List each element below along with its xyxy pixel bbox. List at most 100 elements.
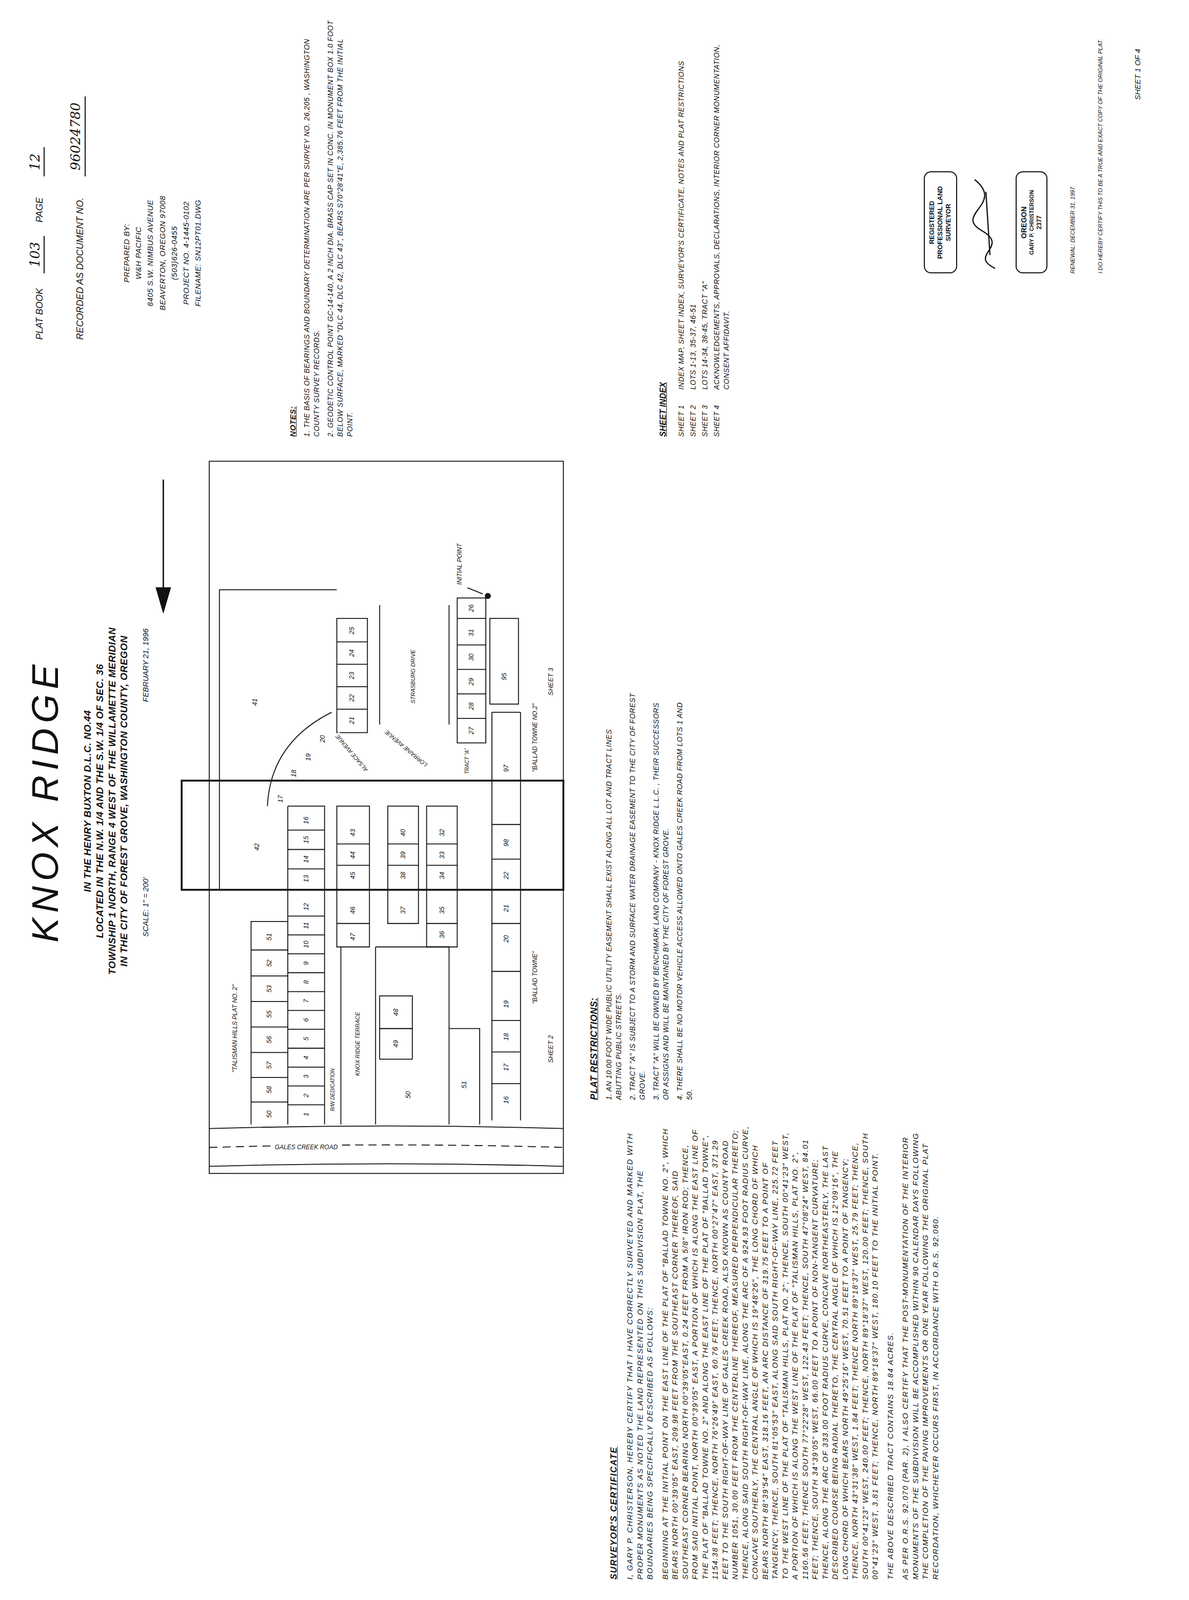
- lot-number: 25: [347, 625, 356, 636]
- street-name: ALSACE AVENUE: [333, 732, 371, 775]
- renewal-date: RENEWAL: DECEMBER 31, 1997: [1069, 187, 1077, 274]
- sheet-number: SHEET 1: [676, 405, 687, 438]
- plat-name: "BALLAD TOWNE": [530, 950, 539, 1005]
- lot-number: 53: [265, 984, 274, 994]
- lot-lines: [337, 618, 368, 733]
- leader-line: [467, 587, 483, 594]
- street-note: R/W DEDICATION: [329, 1067, 336, 1113]
- north-arrow: [155, 587, 171, 613]
- lot-number: 19: [502, 999, 511, 1009]
- lot-lines: [287, 806, 325, 1125]
- lot-number: 11: [302, 921, 311, 931]
- lot-number: 16: [502, 1095, 511, 1105]
- record-label: RECORDED AS DOCUMENT NO.: [74, 197, 87, 340]
- restriction-text: 1. AN 10.00 FOOT WIDE PUBLIC UTILITY EAS…: [604, 691, 624, 1101]
- lot-number: 15: [302, 835, 311, 845]
- lot-number: 7: [302, 998, 311, 1004]
- lot-number: 6: [302, 1017, 311, 1023]
- lot-number: 51: [460, 1080, 469, 1090]
- lot-outline: [489, 618, 519, 705]
- page-number: 12: [26, 147, 46, 177]
- text-column: PLAT RESTRICTIONS:1. AN 10.00 FOOT WIDE …: [587, 691, 699, 1101]
- sheet-index-heading: SHEET INDEX: [658, 382, 669, 438]
- road-edge: [209, 1126, 564, 1167]
- lot-number: 50: [404, 1090, 413, 1100]
- lot-number: 43: [348, 827, 358, 838]
- certificate-text: BEGINNING AT THE INITIAL POINT ON THE EA…: [660, 1125, 881, 1580]
- sheet-boundary: [181, 780, 564, 890]
- lot-number: 35: [437, 905, 446, 916]
- lot-number: 33: [437, 850, 446, 860]
- street-name: KNOX RIDGE TERRACE: [354, 1011, 363, 1078]
- lot-number: 36: [437, 929, 446, 940]
- lot-number: 95: [500, 671, 509, 682]
- lot-number: 34: [437, 870, 446, 881]
- lot-number: 23: [347, 670, 356, 681]
- lot-number: 98: [502, 838, 511, 848]
- lot-number: 4: [302, 1055, 311, 1061]
- street-name: LORRAINE AVENUE: [382, 727, 430, 769]
- street-lines: [341, 947, 376, 1125]
- sheet-contents: LOTS 1-13, 35-37, 46-51: [688, 18, 699, 390]
- preparer-line: FILENAME: SN12PT01.DWG: [191, 110, 204, 396]
- lot-number: 21: [502, 903, 511, 914]
- lot-number: 2: [302, 1092, 311, 1099]
- lot-lines: [337, 806, 370, 948]
- preparer-line: (503)626-0455: [168, 110, 181, 396]
- record-label: PLAT BOOK: [33, 288, 46, 341]
- certificate-text: THE ABOVE DESCRIBED TRACT CONTAINS 18.84…: [885, 1125, 896, 1580]
- lot-number: 8: [302, 979, 311, 986]
- sheet-number: SHEET 3: [700, 405, 710, 438]
- lot-number: 5: [302, 1036, 311, 1042]
- sheet-number: SHEET 2: [688, 405, 699, 438]
- sheet-label: SHEET 3: [546, 666, 556, 697]
- lot-number: 58: [265, 1085, 274, 1095]
- initial-point-mark: [485, 593, 491, 599]
- lot-number: 22: [347, 693, 356, 703]
- road-name: GALES CREEK ROAD: [273, 1143, 340, 1152]
- stamp-text: OREGON: [1019, 176, 1029, 269]
- road-centerline: [209, 1145, 564, 1148]
- point-label: INITIAL POINT: [456, 543, 464, 585]
- lot-number: 30: [467, 652, 476, 662]
- lot-lines: [426, 806, 458, 948]
- stamp-text: 2377: [1035, 176, 1044, 269]
- record-label: PAGE: [33, 197, 46, 223]
- lot-number: 52: [265, 958, 274, 968]
- plat-date: FEBRUARY 21, 1996: [141, 628, 151, 703]
- preparer-line: 8405 S.W. NIMBUS AVENUE: [144, 110, 156, 396]
- preparer-line: PREPARED BY:: [120, 110, 133, 396]
- north-arrow: [162, 479, 165, 606]
- lot-number: 20: [502, 934, 511, 944]
- lot-lines: [219, 589, 338, 890]
- lot-number: 27: [467, 725, 476, 736]
- lot-number: 10: [302, 939, 311, 949]
- lot-lines: [491, 712, 521, 1121]
- lot-number: 3: [302, 1074, 311, 1080]
- text-column: NOTES:1. THE BASIS OF BEARINGS AND BOUND…: [287, 18, 360, 438]
- lot-number: 20: [318, 734, 327, 744]
- lot-number: 9: [302, 960, 311, 967]
- note-text: 1. THE BASIS OF BEARINGS AND BOUNDARY DE…: [302, 18, 322, 438]
- lot-number: 38: [399, 870, 408, 881]
- lot-number: 32: [437, 827, 446, 838]
- lot-outline: [379, 996, 413, 1029]
- lot-lines: [457, 598, 486, 744]
- lot-number: 21: [347, 716, 356, 726]
- plat-title: KNOX RIDGE: [26, 659, 64, 943]
- scale-note: SCALE: 1" = 200': [141, 877, 151, 937]
- lot-number: 97: [502, 763, 511, 774]
- certificate-text: AS PER O.R.S. 92.070 (PAR. 2), I ALSO CE…: [900, 1125, 941, 1580]
- lot-number: 57: [265, 1060, 274, 1070]
- preparer-line: BEAVERTON, OREGON 97008: [156, 110, 169, 396]
- text-column: SHEET 1INDEX MAP, SHEET INDEX, SURVEYOR'…: [676, 18, 731, 438]
- lot-number: 14: [302, 854, 311, 864]
- lot-number: 17: [276, 794, 285, 804]
- location-line: IN THE HENRY BUXTON D.L.C. NO.44: [81, 556, 94, 1046]
- lot-number: 48: [391, 1007, 401, 1018]
- lot-outline: [379, 1028, 413, 1060]
- sheet-number: SHEET 4: [711, 405, 732, 438]
- lot-number: 22: [502, 870, 511, 881]
- street-curve: [267, 712, 332, 807]
- sheet-contents: ACKNOWLEDGEMENTS, APPROVALS, DECLARATION…: [711, 18, 732, 390]
